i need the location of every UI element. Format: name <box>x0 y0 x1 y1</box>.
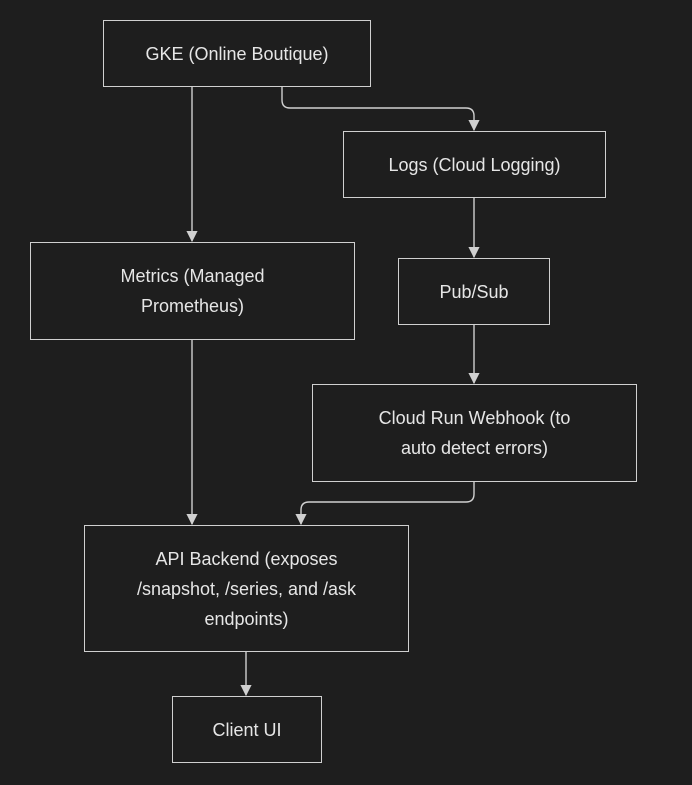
node-logs-cloud-logging: Logs (Cloud Logging) <box>343 131 606 198</box>
node-label-line: endpoints) <box>204 608 289 629</box>
node-gke-online-boutique: GKE (Online Boutique) <box>103 20 371 87</box>
node-label-line: Cloud Run Webhook (to <box>378 408 571 428</box>
edge-gke-to-logs <box>281 87 480 132</box>
node-pubsub: Pub/Sub <box>398 258 550 325</box>
node-label-line: Metrics (Managed <box>120 266 265 286</box>
node-label-line: Prometheus) <box>140 296 245 316</box>
node-client-ui: Client UI <box>172 696 322 763</box>
node-cloud-run-webhook: Cloud Run Webhook (to auto detect errors… <box>312 384 637 482</box>
edge-webhook-to-api <box>295 482 475 526</box>
node-label-line: GKE (Online Boutique) <box>145 43 329 64</box>
node-label-line: Client UI <box>212 719 282 740</box>
node-api-backend: API Backend (exposes /snapshot, /series,… <box>84 525 409 652</box>
node-label-line: Logs (Cloud Logging) <box>388 154 561 175</box>
node-label-line: API Backend (exposes <box>155 548 338 569</box>
node-label-line: /snapshot, /series, and /ask <box>136 578 357 599</box>
node-label-line: Pub/Sub <box>439 281 509 302</box>
node-metrics-managed-prometheus: Metrics (Managed Prometheus) <box>30 242 355 340</box>
node-label-line: auto detect errors) <box>400 438 549 458</box>
